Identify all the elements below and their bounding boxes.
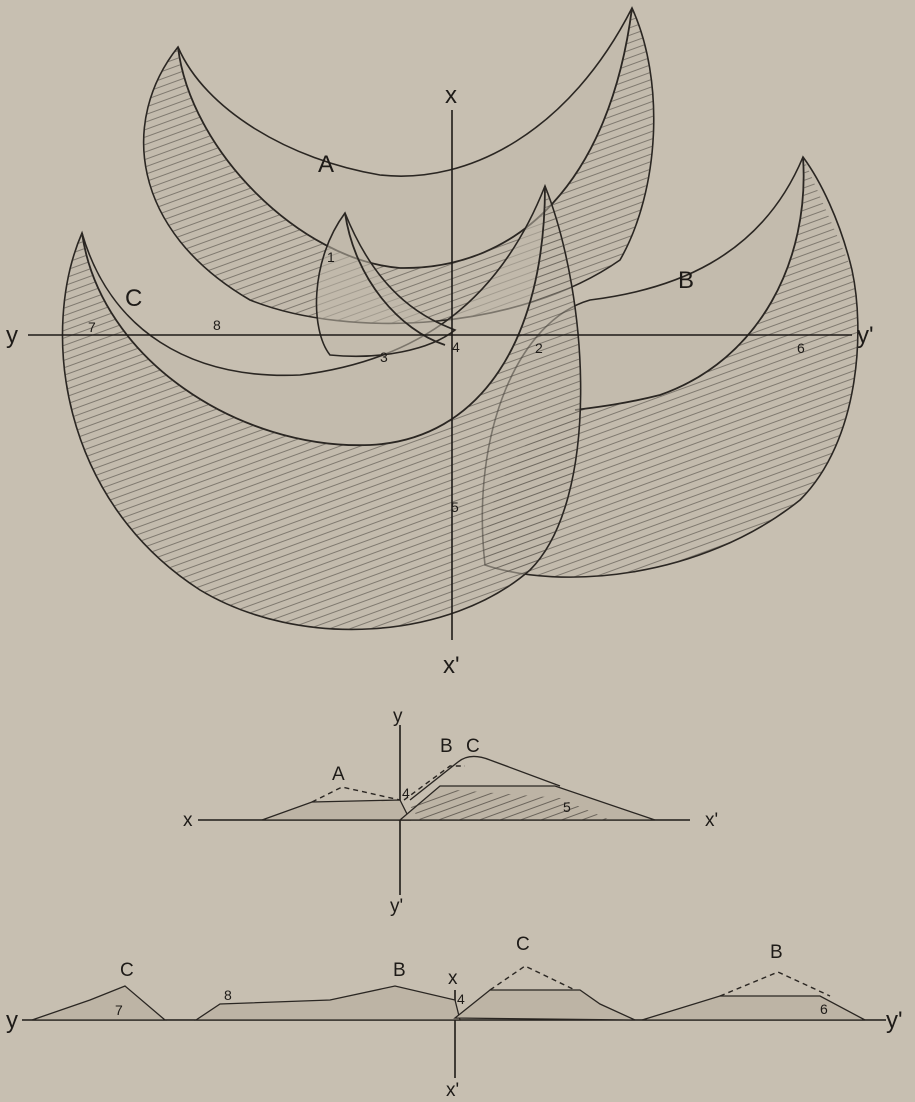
plan-view: x x' y y' A B C 1 2 3 4 5 6 7 8: [6, 8, 874, 679]
section-x-profile-a: [262, 800, 410, 820]
section-x-axis-right-label: x': [705, 810, 718, 831]
barchan-a: [144, 8, 654, 323]
plan-point-1: 1: [327, 249, 335, 265]
section-y-axis-left-label: y: [6, 1007, 18, 1034]
section-y-label-c-left: C: [120, 960, 134, 981]
section-x-point-4: 4: [402, 785, 410, 801]
section-x-point-5: 5: [563, 799, 571, 815]
section-y-label-c-right: C: [516, 934, 530, 955]
section-y-point-8: 8: [224, 987, 232, 1003]
plan-label-a: A: [318, 151, 334, 178]
plan-axis-y-right-label: y': [857, 322, 874, 349]
section-x-axis-bottom-label: y': [390, 896, 403, 917]
plan-point-6: 6: [797, 340, 805, 356]
section-y-point-7: 7: [115, 1002, 123, 1018]
section-x-label-a: A: [332, 764, 345, 785]
section-y-label-b-mid: B: [393, 960, 406, 981]
section-y-outline-b: [720, 972, 830, 996]
section-y-view: x x' y y' C B C B 7 8 4 6: [6, 934, 903, 1101]
section-y-point-4: 4: [457, 991, 465, 1007]
plan-point-7: 7: [88, 319, 96, 335]
plan-point-3: 3: [380, 349, 388, 365]
section-x-axis-left-label: x: [183, 810, 193, 831]
plan-point-4: 4: [452, 339, 460, 355]
section-y-profile-long: [196, 986, 460, 1020]
plan-point-5: 5: [451, 499, 459, 515]
plan-label-b: B: [678, 267, 694, 294]
section-x-label-b: B: [440, 736, 453, 757]
section-y-profile-c-left: [32, 986, 165, 1020]
plan-point-2: 2: [535, 340, 543, 356]
section-x-axis-top-label: y: [393, 706, 403, 727]
plan-label-c: C: [125, 285, 142, 312]
plan-axis-y-left-label: y: [6, 322, 18, 349]
section-y-axis-right-label: y': [886, 1007, 903, 1034]
section-y-axis-top-label: x: [448, 968, 458, 989]
plan-point-8: 8: [213, 317, 221, 333]
section-y-label-b-right: B: [770, 942, 783, 963]
section-x-view: y y' x x' A B C 4 5: [183, 706, 718, 917]
plan-axis-x-bottom-label: x': [443, 652, 460, 679]
plan-axis-x-top-label: x: [445, 82, 457, 109]
section-y-point-6: 6: [820, 1001, 828, 1017]
section-x-label-c: C: [466, 736, 480, 757]
section-y-profile-c-right: [455, 990, 635, 1020]
section-y-profile-b-right: [642, 996, 865, 1020]
section-y-outline-c: [490, 966, 575, 990]
section-y-axis-bottom-label: x': [446, 1080, 459, 1101]
